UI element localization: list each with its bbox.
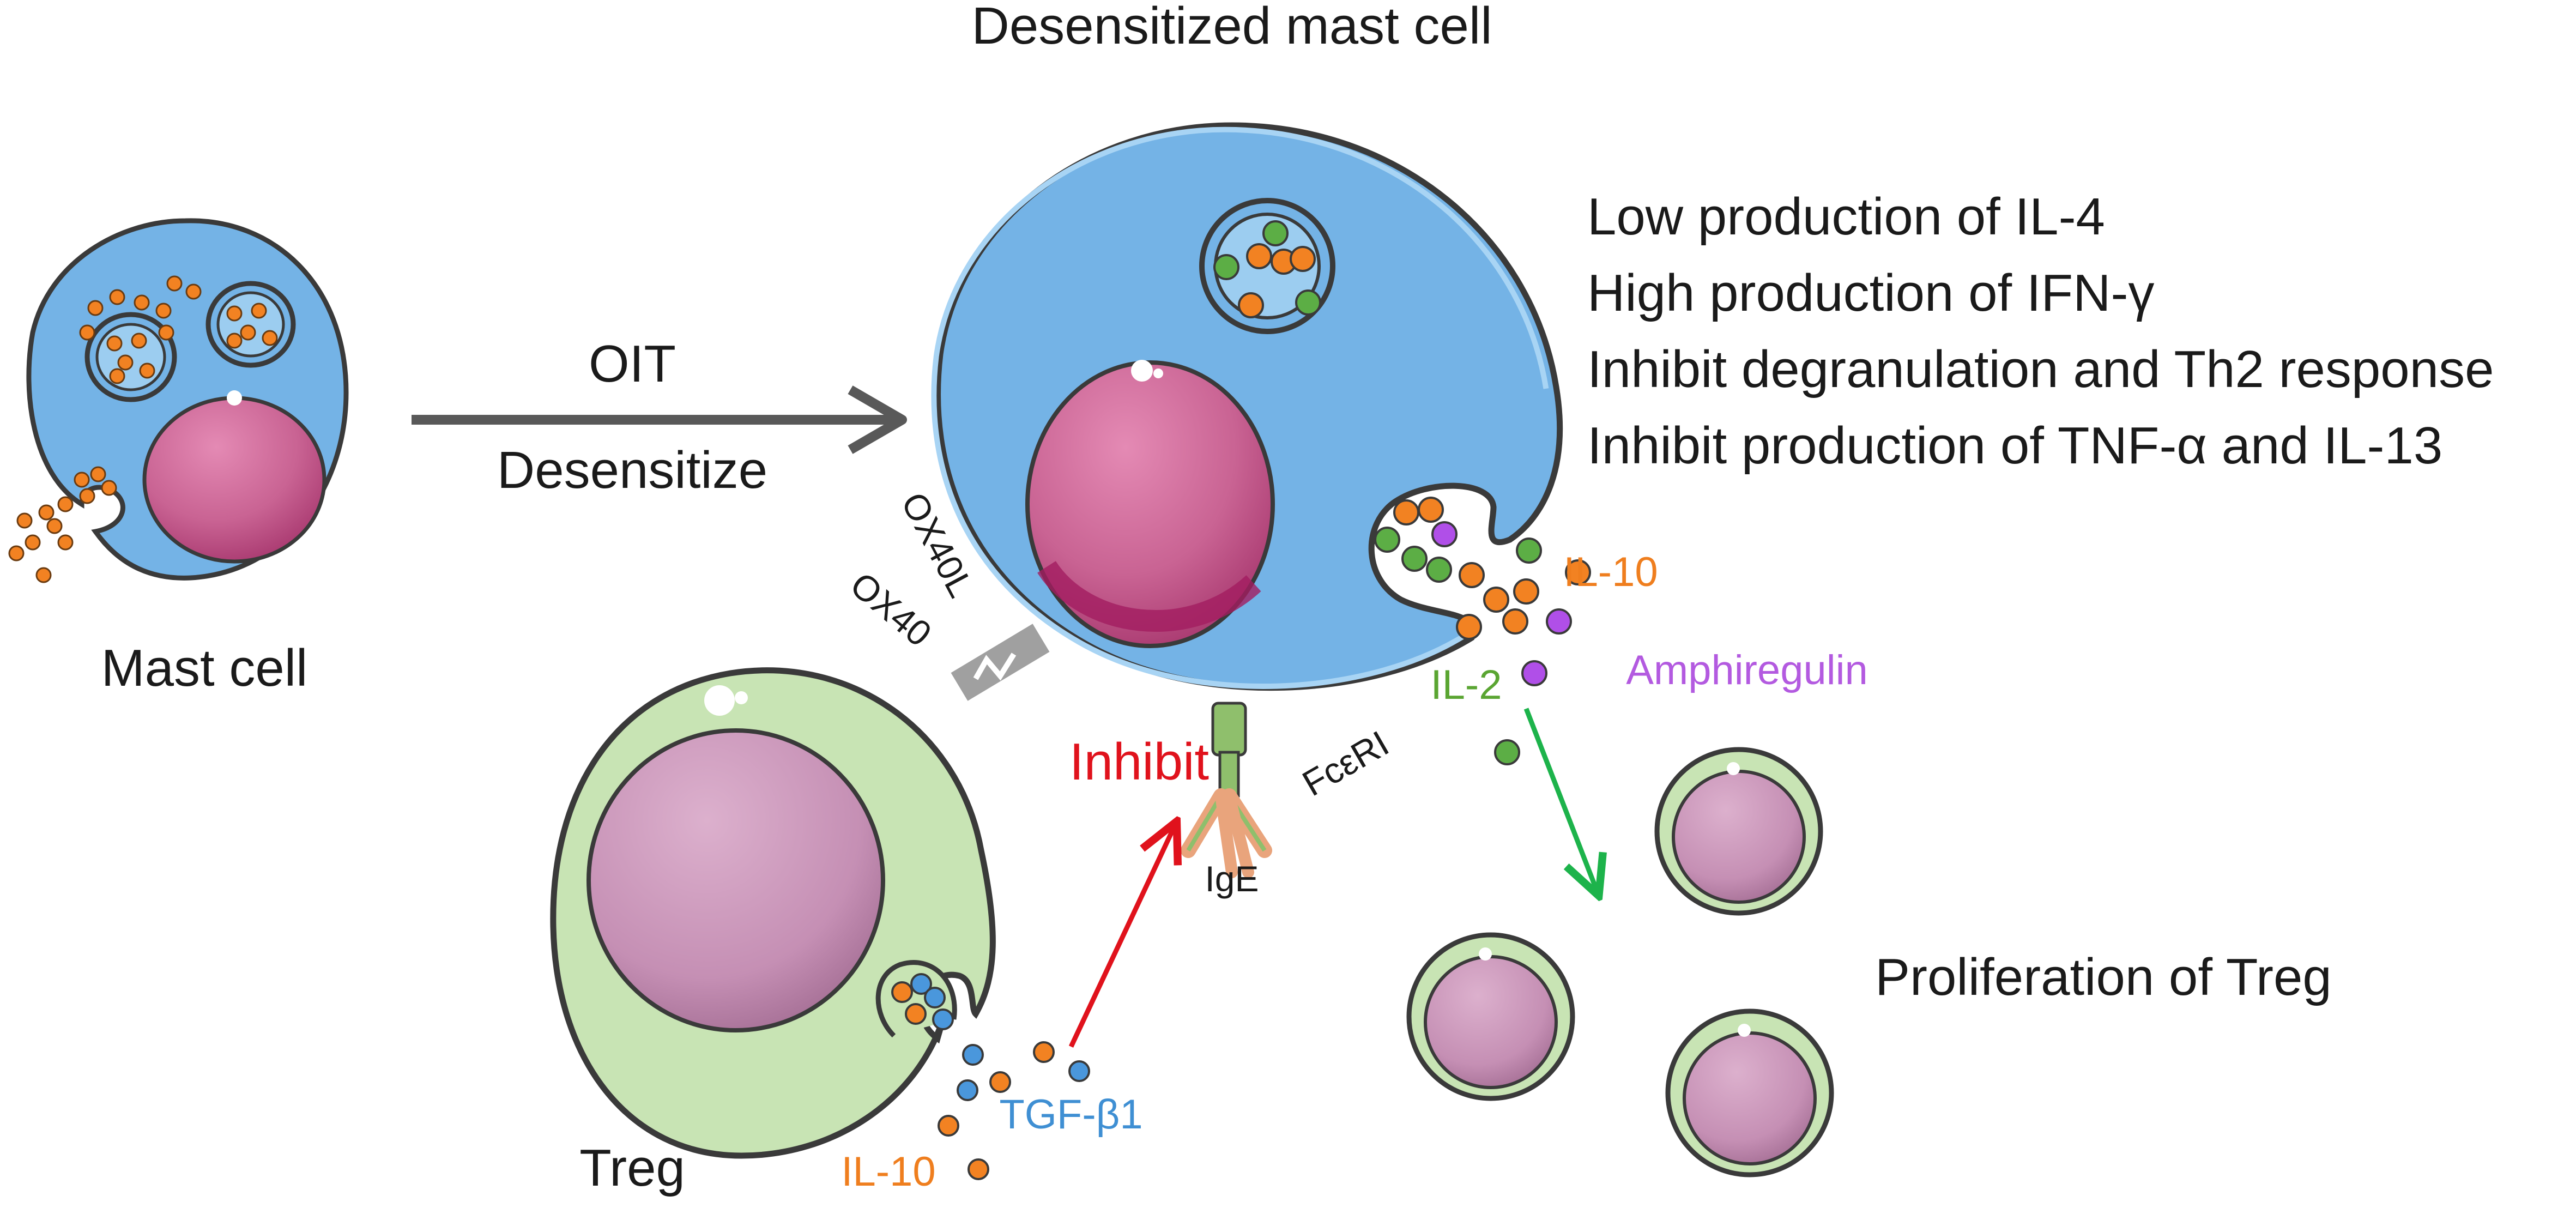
il2-label: IL-2 <box>1431 662 1502 708</box>
inhibit-arrow <box>1068 826 1175 1048</box>
treg-label: Treg <box>579 1139 685 1197</box>
effects-list: Low production of IL-4 High production o… <box>1587 188 2494 475</box>
small-treg-3 <box>1665 1008 1834 1177</box>
proliferation-arrow <box>1523 708 1597 891</box>
title-label: Desensitized mast cell <box>971 0 1492 55</box>
ox40-link <box>951 624 1050 701</box>
effect-item: Low production of IL-4 <box>1587 188 2105 246</box>
fceri-label: FcεRI <box>1296 723 1395 804</box>
treg-cell <box>550 667 1090 1180</box>
desensitized-mast-cell <box>931 122 1591 878</box>
effect-item: Inhibit production of TNF-α and IL-13 <box>1587 416 2442 475</box>
fceri-receptor <box>1211 702 1247 798</box>
proliferation-label: Proliferation of Treg <box>1875 948 2332 1006</box>
inhibit-label: Inhibit <box>1069 733 1209 791</box>
il10-right-label: IL-10 <box>1563 549 1658 595</box>
tgf-b1-label: TGF-β1 <box>999 1091 1142 1138</box>
effect-item: High production of IFN-γ <box>1587 264 2154 322</box>
small-treg-1 <box>1654 747 1823 916</box>
amphiregulin-label: Amphiregulin <box>1626 647 1868 693</box>
oit-arrow <box>412 385 907 454</box>
ige-antibody <box>1181 788 1272 878</box>
mast-cell-label: Mast cell <box>101 639 308 697</box>
small-treg-2 <box>1406 932 1575 1101</box>
ox40-label: OX40 <box>843 564 939 654</box>
mast-cell <box>8 218 349 583</box>
il10-bottom-label: IL-10 <box>841 1149 935 1195</box>
ige-label: IgE <box>1205 859 1259 899</box>
desensitize-label: Desensitize <box>497 441 767 499</box>
oit-label: OIT <box>589 335 676 393</box>
effect-item: Inhibit degranulation and Th2 response <box>1587 340 2494 398</box>
